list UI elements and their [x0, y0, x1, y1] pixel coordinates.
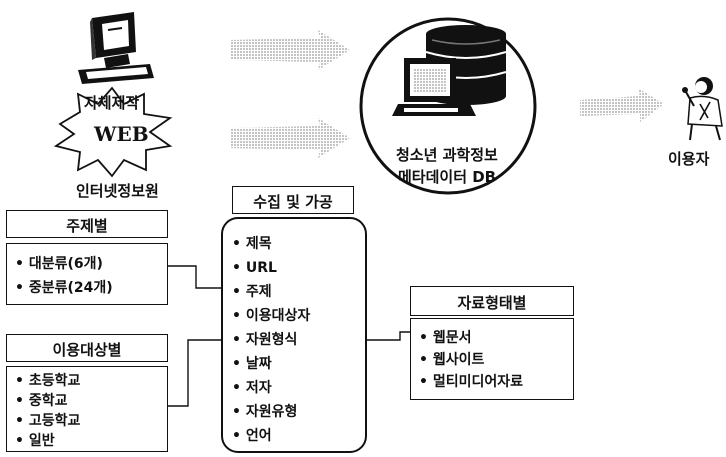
user-figure-icon — [682, 77, 723, 141]
list-item: 이용대상자 — [232, 304, 310, 328]
format-title-box: 자료형태별 — [410, 286, 574, 316]
list-item: 제목 — [232, 232, 310, 256]
format-list-box: 웹문서 웹사이트 멀티미디어자료 — [410, 318, 574, 400]
audience-list: 초등학교 중학교 고등학교 일반 — [15, 371, 81, 451]
database-label-line2: 메타데이터 DB — [398, 168, 497, 186]
list-item: 웹사이트 — [419, 349, 523, 371]
subject-title-box: 주제별 — [6, 210, 168, 238]
list-item: 초등학교 — [15, 371, 81, 391]
list-item: 언어 — [232, 424, 310, 448]
flow-arrow-icon — [230, 30, 664, 158]
web-starburst-icon — [53, 86, 173, 178]
computer-icon — [78, 12, 154, 84]
list-item: 웹문서 — [419, 327, 523, 349]
list-item: 대분류(6개) — [15, 252, 113, 276]
list-item: 주제 — [232, 280, 310, 304]
list-item: URL — [232, 256, 310, 280]
collection-list: 제목 URL 주제 이용대상자 자원형식 날짜 저자 자원유형 언어 — [232, 232, 310, 448]
connector-lines — [168, 265, 410, 407]
self-made-label: 자체제작 — [84, 94, 140, 112]
internet-source-label: 인터넷정보원 — [76, 182, 159, 200]
list-item: 중분류(24개) — [15, 276, 113, 300]
collection-title: 수집 및 가공 — [253, 193, 333, 211]
list-item: 자원형식 — [232, 328, 310, 352]
format-list: 웹문서 웹사이트 멀티미디어자료 — [419, 327, 523, 393]
list-item: 날짜 — [232, 352, 310, 376]
database-server-icon — [359, 17, 537, 195]
collection-title-box: 수집 및 가공 — [232, 186, 354, 214]
list-item: 일반 — [15, 431, 80, 451]
web-badge-label: WEB — [94, 122, 149, 146]
user-label: 이용자 — [668, 150, 710, 168]
format-title: 자료형태별 — [457, 294, 527, 312]
list-item: 저자 — [232, 376, 310, 400]
audience-list-box: 초등학교 중학교 고등학교 일반 — [6, 366, 168, 452]
list-item: 고등학교 — [15, 411, 81, 431]
audience-title: 이용대상별 — [52, 341, 122, 359]
database-label-line1: 청소년 과학정보 — [396, 146, 498, 164]
list-item: 중학교 — [15, 391, 80, 411]
subject-list-box: 대분류(6개) 중분류(24개) — [6, 243, 168, 305]
audience-title-box: 이용대상별 — [6, 334, 168, 362]
list-item: 멀티미디어자료 — [419, 371, 523, 393]
subject-title: 주제별 — [66, 217, 108, 235]
subject-list: 대분류(6개) 중분류(24개) — [15, 252, 113, 300]
list-item: 자원유형 — [232, 400, 310, 424]
